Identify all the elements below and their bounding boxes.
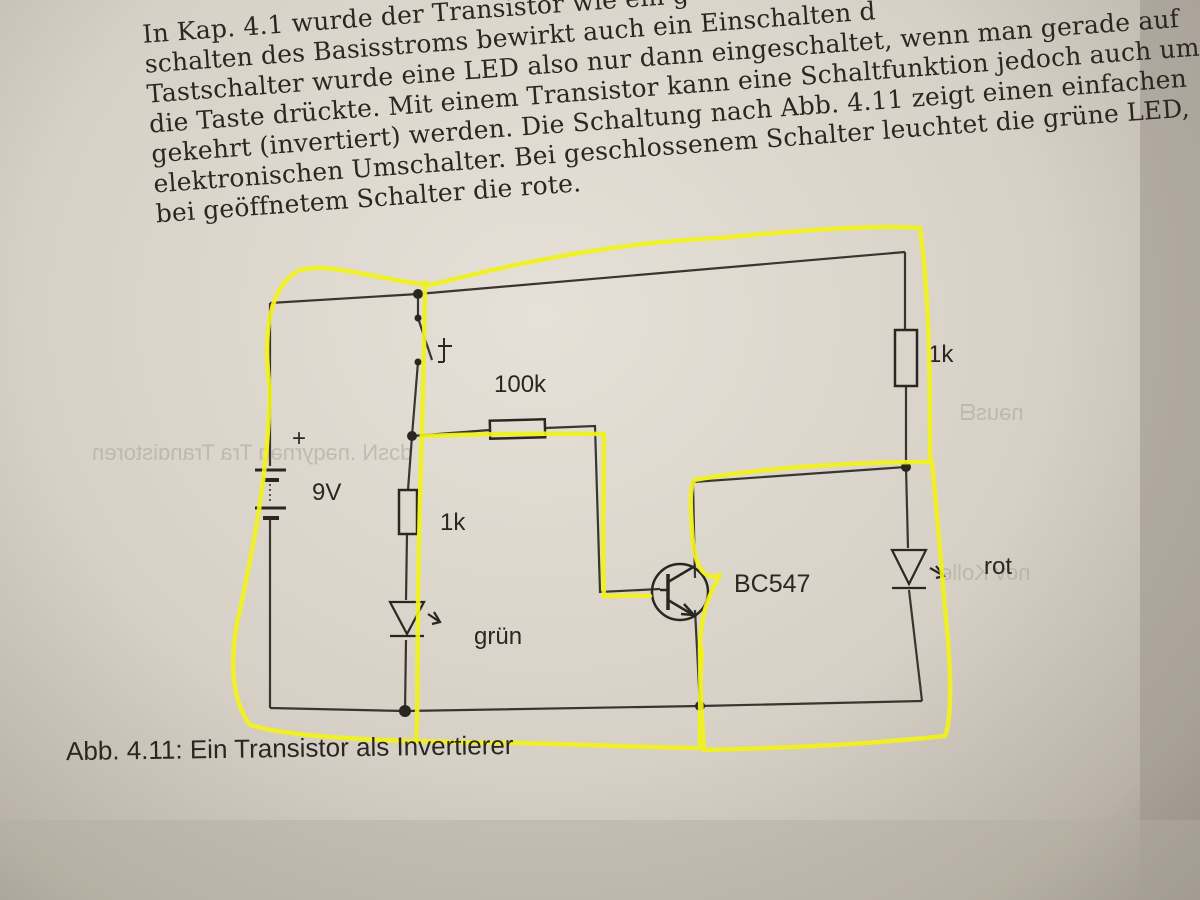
bottom-rail-wire (269, 699, 923, 713)
figure-caption: Abb. 4.11: Ein Transistor als Invertiere… (65, 729, 514, 767)
resistor-100k (488, 417, 547, 440)
push-button-symbol (438, 338, 452, 363)
transistor-symbol (650, 562, 710, 622)
highlighter-top-loop (427, 224, 933, 465)
switch-contact-dot (414, 358, 422, 366)
junction-dot (413, 289, 423, 299)
green-led-triangle (388, 600, 426, 637)
top-rail-wire (269, 250, 906, 305)
junction-dots (399, 289, 911, 717)
red-led-label: rot (984, 553, 1012, 580)
red-led-top-wire (904, 466, 910, 549)
junction-dot (399, 705, 411, 717)
transistor-collector (667, 564, 696, 584)
led-resistor-top-wire (406, 435, 414, 491)
led-resistor-bottom-wire (404, 533, 409, 601)
red-led-symbol (890, 548, 946, 590)
junction-dot (407, 431, 417, 441)
base-wire-right (544, 424, 661, 594)
transistor-emitter (667, 598, 696, 618)
collector-wire (691, 465, 907, 579)
switch-bottom-wire (410, 361, 420, 437)
battery-plus-label: + (292, 425, 306, 452)
resistor-1k-right (893, 328, 919, 388)
green-led-label: grün (474, 623, 522, 650)
resistor-1k-left (397, 488, 419, 536)
green-led-bottom-wire (403, 639, 408, 712)
highlighter-markings (230, 224, 953, 753)
schematic-wires (268, 250, 924, 713)
green-led-symbol (388, 600, 442, 638)
resistor-100k-label: 100k (494, 371, 547, 398)
battery-voltage-label: 9V (312, 479, 341, 506)
highlighter-outer-loop-left (230, 265, 705, 751)
right-page-edge (1140, 0, 1200, 900)
highlighter-collector-path (688, 459, 935, 653)
red-led-triangle (890, 548, 928, 587)
highlighter-red-led-loop (697, 459, 953, 753)
switch-contact-dot (414, 314, 422, 322)
resistor-1k-right-label: 1k (928, 341, 954, 368)
junction-dot (901, 462, 911, 472)
highlighter-base-path (421, 431, 653, 599)
push-button-actuator (438, 338, 452, 363)
red-led-bottom-wire (907, 589, 924, 702)
transistor-label: BC547 (734, 570, 810, 598)
highlighter-switch-column (413, 279, 428, 745)
bottom-page-shadow (0, 820, 1200, 900)
transistor-circle (650, 562, 710, 622)
green-led-arrow (427, 611, 442, 626)
resistor-1k-left-label: 1k (440, 509, 466, 536)
transistor-emitter-arrow (680, 603, 698, 617)
